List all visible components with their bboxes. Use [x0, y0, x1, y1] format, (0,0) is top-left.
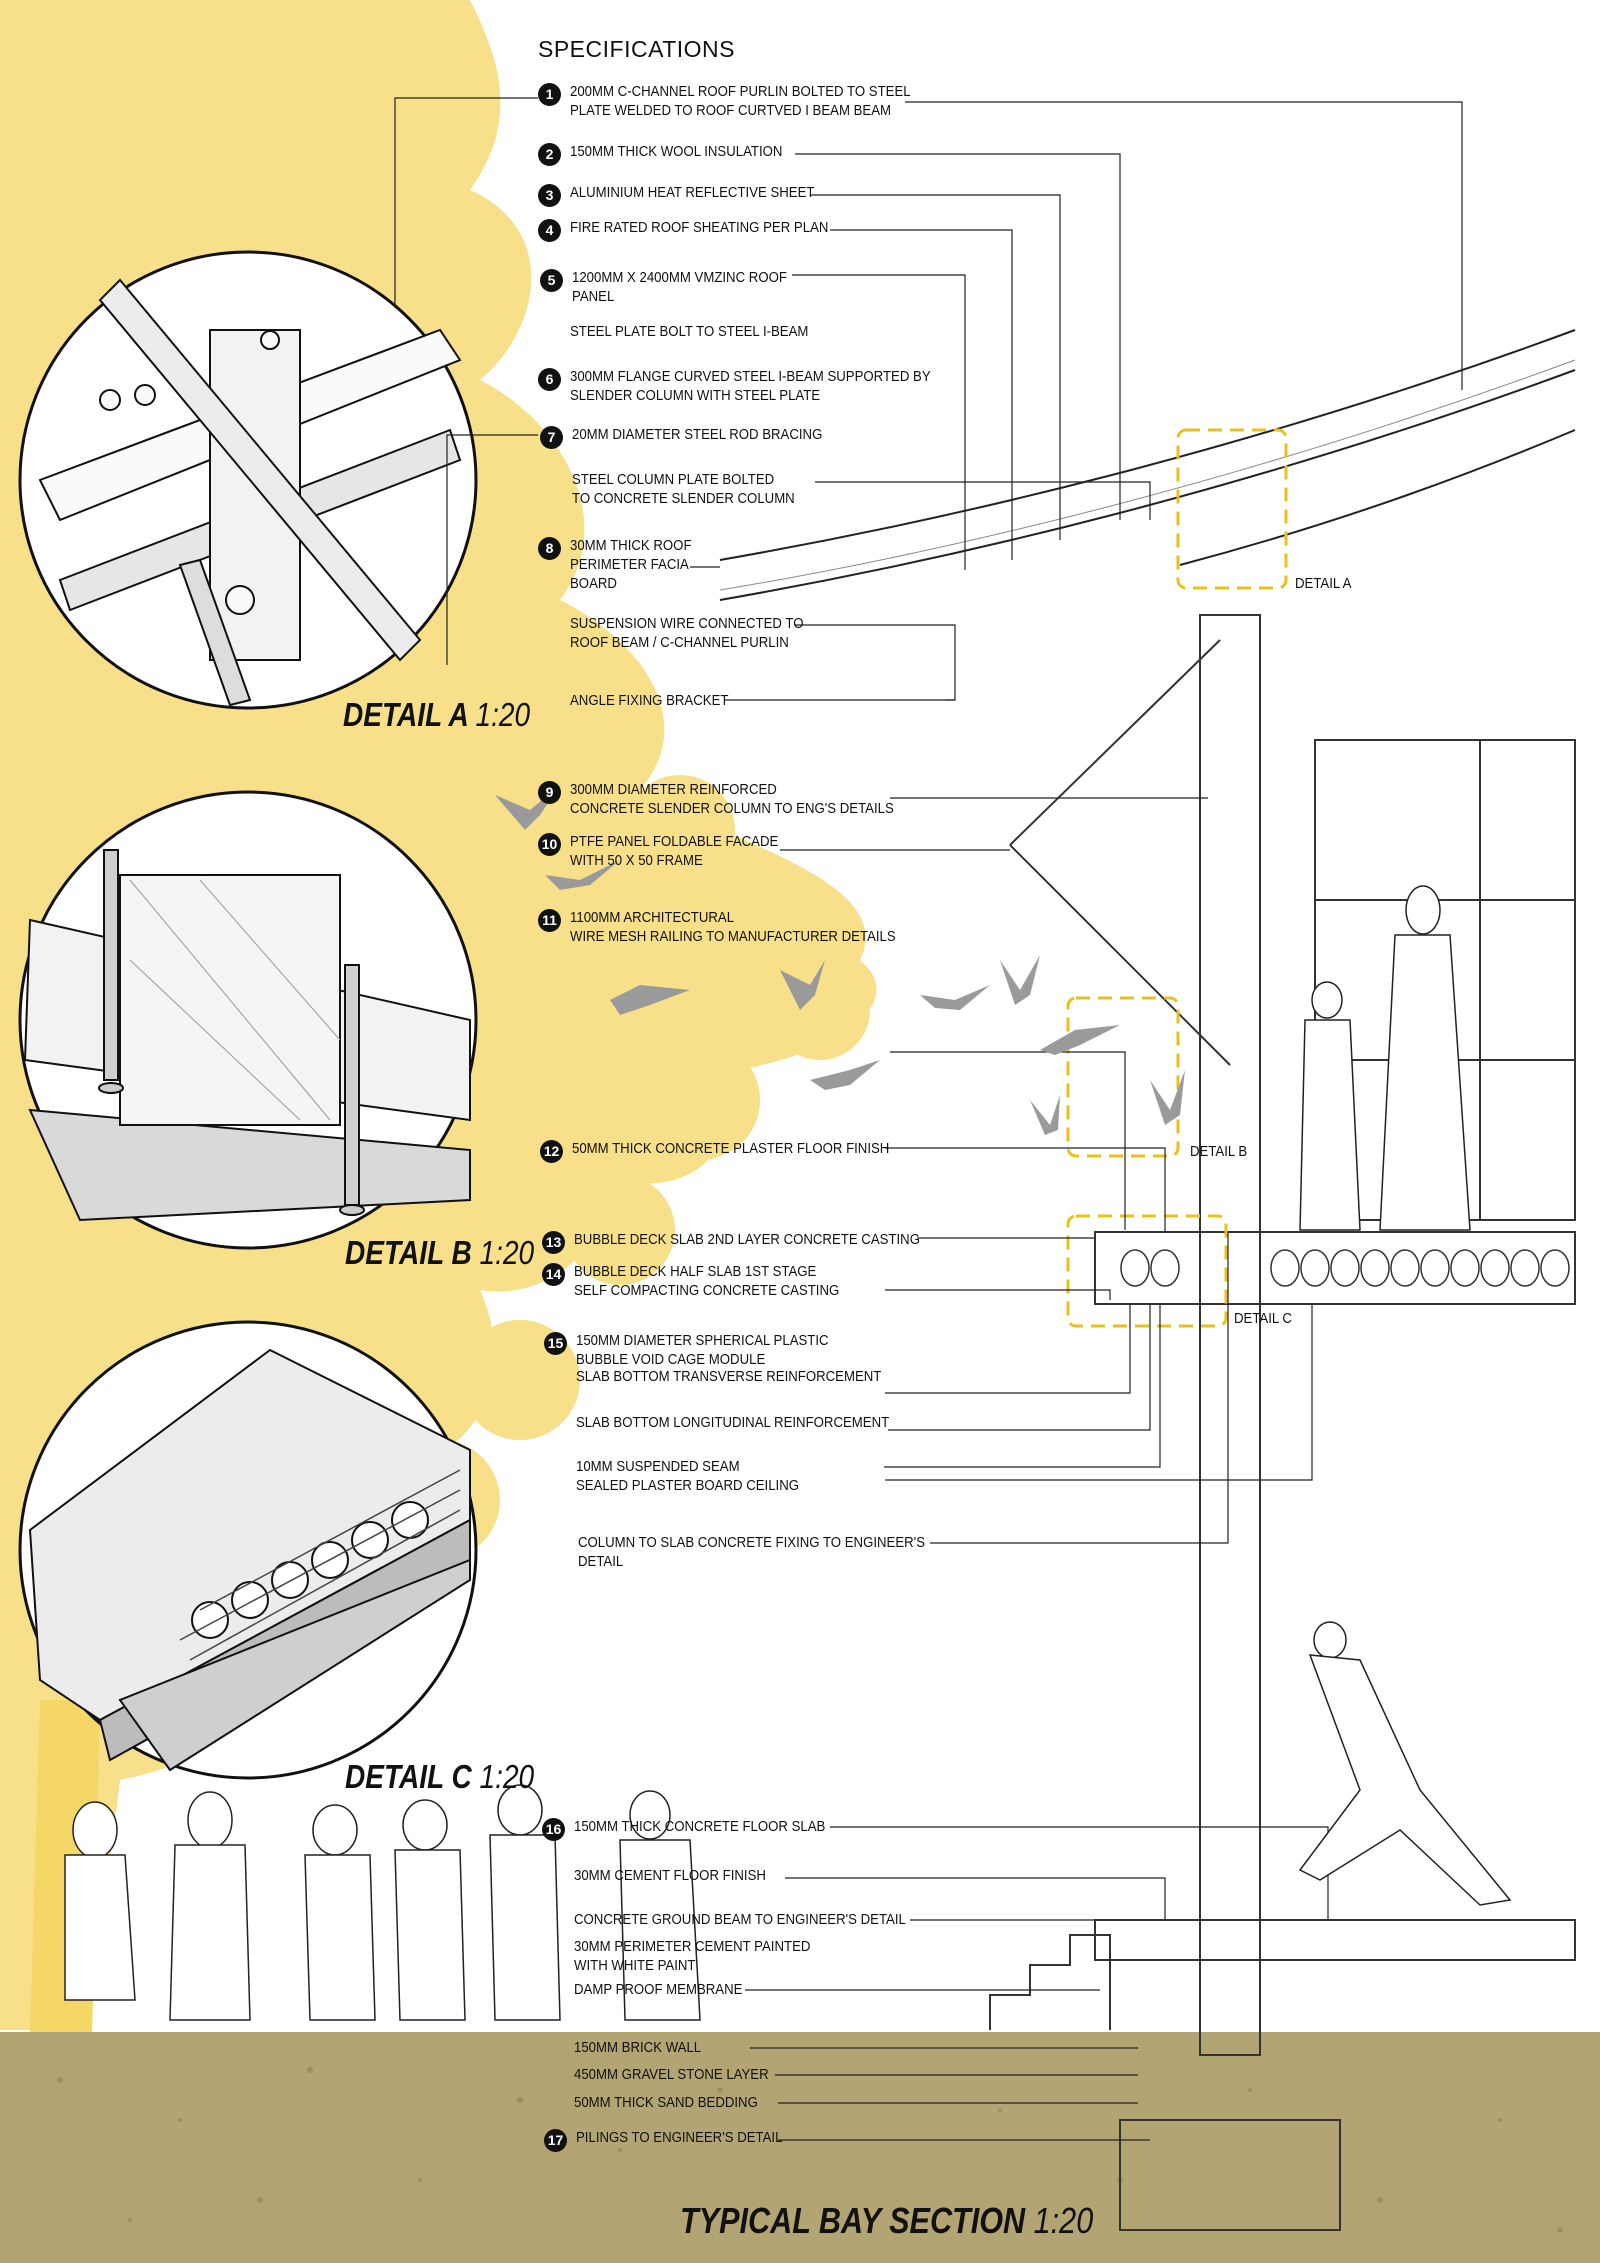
- spec-number-5: 5: [540, 269, 563, 292]
- spec-item: BUBBLE DECK HALF SLAB 1ST STAGE SELF COM…: [574, 1263, 840, 1299]
- spec-number-10: 10: [538, 833, 561, 856]
- spec-number-14: 14: [542, 1263, 565, 1286]
- roof-structure: [719, 329, 1576, 601]
- spec-number-2: 2: [538, 143, 561, 166]
- spec-item: SLAB BOTTOM LONGITUDINAL REINFORCEMENT: [576, 1414, 890, 1431]
- spec-number-11: 11: [538, 909, 561, 932]
- spec-item: 20MM DIAMETER STEEL ROD BRACING: [572, 426, 823, 443]
- spec-item: 1200MM X 2400MM VMZINC ROOF PANEL: [572, 269, 787, 305]
- spec-item: ALUMINIUM HEAT REFLECTIVE SHEET: [570, 184, 815, 201]
- spec-number-13: 13: [542, 1231, 565, 1254]
- spec-number-4: 4: [538, 219, 561, 242]
- main-title-scale: 1:20: [1033, 2200, 1094, 2241]
- detail-c-scale: 1:20: [479, 1758, 535, 1795]
- detail-c-title: DETAIL C 1:20: [345, 1758, 534, 1796]
- main-title-label: TYPICAL BAY SECTION: [680, 2200, 1026, 2241]
- spec-item: CONCRETE GROUND BEAM TO ENGINEER'S DETAI…: [574, 1911, 906, 1928]
- detail-c-tag: DETAIL C: [1234, 1310, 1292, 1327]
- spec-item: PILINGS TO ENGINEER'S DETAIL: [576, 2129, 783, 2146]
- detail-highlight-boxes: [1066, 428, 1288, 1328]
- leader-lines: [394, 97, 1463, 2141]
- spec-number-1: 1: [538, 83, 561, 106]
- spec-number-7: 7: [540, 426, 563, 449]
- spec-item: 30MM CEMENT FLOOR FINISH: [574, 1867, 766, 1884]
- spec-item: 300MM FLANGE CURVED STEEL I-BEAM SUPPORT…: [570, 368, 931, 404]
- spec-item: ANGLE FIXING BRACKET: [570, 692, 729, 709]
- main-title: TYPICAL BAY SECTION 1:20: [680, 2200, 1093, 2242]
- spec-item: 200MM C-CHANNEL ROOF PURLIN BOLTED TO ST…: [570, 83, 911, 119]
- detail-c-circle: [18, 1320, 478, 1780]
- spec-item: DAMP PROOF MEMBRANE: [574, 1981, 743, 1998]
- spec-item: 50MM THICK SAND BEDDING: [574, 2094, 758, 2111]
- ground: [0, 2032, 1600, 2263]
- detail-a-scale: 1:20: [475, 696, 531, 733]
- detail-b-label: DETAIL B: [345, 1234, 472, 1271]
- bubble-deck: [1120, 1249, 1570, 1287]
- spec-item: COLUMN TO SLAB CONCRETE FIXING TO ENGINE…: [578, 1534, 926, 1570]
- building-section: [989, 614, 1576, 2231]
- spec-item: SUSPENSION WIRE CONNECTED TO ROOF BEAM /…: [570, 615, 804, 651]
- detail-a-label: DETAIL A: [343, 696, 468, 733]
- spec-item: 450MM GRAVEL STONE LAYER: [574, 2066, 769, 2083]
- detail-b-title: DETAIL B 1:20: [345, 1234, 534, 1272]
- spec-item: 30MM THICK ROOF PERIMETER FACIA BOARD: [570, 537, 692, 592]
- spec-item: 50MM THICK CONCRETE PLASTER FLOOR FINISH: [572, 1140, 890, 1157]
- spec-item: BUBBLE DECK SLAB 2ND LAYER CONCRETE CAST…: [574, 1231, 920, 1248]
- detail-b-scale: 1:20: [479, 1234, 535, 1271]
- detail-c-label: DETAIL C: [345, 1758, 472, 1795]
- ground-texture: [57, 2067, 1563, 2233]
- detail-a-circle: [18, 250, 478, 710]
- spec-number-8: 8: [538, 537, 561, 560]
- spec-number-6: 6: [538, 368, 561, 391]
- spec-number-16: 16: [542, 1818, 565, 1841]
- detail-b-tag: DETAIL B: [1190, 1143, 1248, 1160]
- detail-b-circle: [18, 790, 478, 1250]
- spec-number-17: 17: [544, 2129, 567, 2152]
- spec-item: 300MM DIAMETER REINFORCED CONCRETE SLEND…: [570, 781, 894, 817]
- spec-item: 30MM PERIMETER CEMENT PAINTED WITH WHITE…: [574, 1938, 811, 1974]
- spec-item: 150MM THICK WOOL INSULATION: [570, 143, 783, 160]
- spec-item: STEEL COLUMN PLATE BOLTED TO CONCRETE SL…: [572, 471, 795, 507]
- spec-item: 150MM BRICK WALL: [574, 2039, 702, 2056]
- spec-item: 150MM DIAMETER SPHERICAL PLASTIC BUBBLE …: [576, 1332, 829, 1368]
- detail-a-tag: DETAIL A: [1295, 575, 1352, 592]
- people-silhouettes: [64, 885, 1512, 2021]
- spec-number-15: 15: [544, 1332, 567, 1355]
- birds: [495, 785, 1185, 1135]
- spec-number-9: 9: [538, 781, 561, 804]
- spec-item: FIRE RATED ROOF SHEATING PER PLAN: [570, 219, 829, 236]
- spec-item: 10MM SUSPENDED SEAM SEALED PLASTER BOARD…: [576, 1458, 800, 1494]
- spec-item: 1100MM ARCHITECTURAL WIRE MESH RAILING T…: [570, 909, 896, 945]
- spec-number-3: 3: [538, 184, 561, 207]
- specifications-title: SPECIFICATIONS: [538, 36, 735, 62]
- spec-item: PTFE PANEL FOLDABLE FACADE WITH 50 X 50 …: [570, 833, 779, 869]
- spec-item: SLAB BOTTOM TRANSVERSE REINFORCEMENT: [576, 1368, 882, 1385]
- detail-a-title: DETAIL A 1:20: [343, 696, 530, 734]
- spec-item: STEEL PLATE BOLT TO STEEL I-BEAM: [570, 323, 809, 340]
- spec-item: 150MM THICK CONCRETE FLOOR SLAB: [574, 1818, 826, 1835]
- spec-number-12: 12: [540, 1140, 563, 1163]
